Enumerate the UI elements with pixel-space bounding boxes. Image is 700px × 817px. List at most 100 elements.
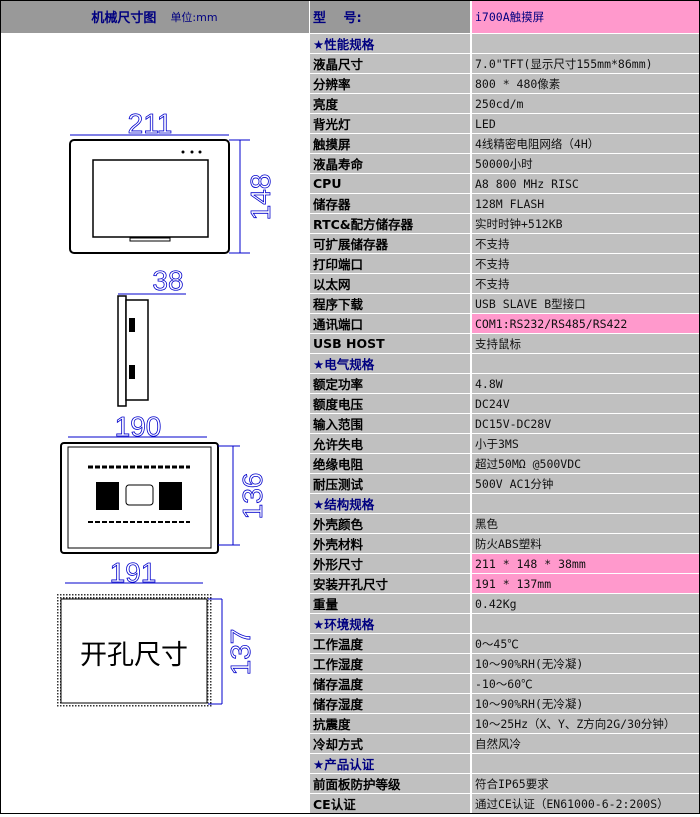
spec-value: 500V AC1分钟 bbox=[472, 474, 700, 493]
spec-label: 工作温度 bbox=[310, 634, 472, 653]
spec-label: 通讯端口 bbox=[310, 314, 472, 333]
spec-value bbox=[472, 494, 700, 513]
cutout-label: 开孔尺寸 bbox=[80, 640, 188, 670]
spec-label: 冷却方式 bbox=[310, 734, 472, 753]
spec-label: 绝缘电阻 bbox=[310, 454, 472, 473]
spec-row: 绝缘电阻超过50MΩ @500VDC bbox=[310, 454, 700, 474]
spec-label: 打印端口 bbox=[310, 254, 472, 273]
spec-value: 10～90%RH(无冷凝) bbox=[472, 694, 700, 713]
spec-row: 储存温度-10～60℃ bbox=[310, 674, 700, 694]
spec-label: USB HOST bbox=[310, 334, 472, 353]
dimension-drawings: 211 148 38 190 bbox=[56, 108, 276, 708]
spec-label: RTC&配方储存器 bbox=[310, 214, 472, 233]
spec-row: 外壳颜色黑色 bbox=[310, 514, 700, 534]
cutout-view: 191 137 开孔尺寸 bbox=[56, 557, 256, 708]
model-label: 型 号: bbox=[310, 0, 472, 33]
spec-label: 液晶寿命 bbox=[310, 154, 472, 173]
spec-value: LED bbox=[472, 114, 700, 133]
spec-label: 以太网 bbox=[310, 274, 472, 293]
spec-row: RTC&配方储存器实时时钟+512KB bbox=[310, 214, 700, 234]
back-view: 190 136 bbox=[60, 411, 268, 554]
spec-value: 10～25Hz（X、Y、Z方向2G/30分钟） bbox=[472, 714, 700, 733]
cutout-height-dim: 137 bbox=[225, 629, 256, 676]
section-header-row: ★结构规格 bbox=[310, 494, 700, 514]
spec-value: 128M FLASH bbox=[472, 194, 700, 213]
drawing-title: 机械尺寸图 bbox=[91, 11, 157, 26]
spec-row: 打印端口不支持 bbox=[310, 254, 700, 274]
spec-value: 自然风冷 bbox=[472, 734, 700, 753]
spec-row: 允许失电小于3MS bbox=[310, 434, 700, 454]
section-title: ★性能规格 bbox=[310, 34, 472, 53]
back-height-dim: 136 bbox=[237, 473, 268, 520]
spec-value bbox=[472, 754, 700, 773]
spec-value: 符合IP65要求 bbox=[472, 774, 700, 793]
spec-label: 可扩展储存器 bbox=[310, 234, 472, 253]
spec-label: 外壳颜色 bbox=[310, 514, 472, 533]
spec-value: 通过CE认证（EN61000-6-2:200S） bbox=[472, 794, 700, 813]
spec-value: 800 * 480像素 bbox=[472, 74, 700, 93]
spec-value bbox=[472, 34, 700, 53]
section-title: ★电气规格 bbox=[310, 354, 472, 373]
spec-label: 工作湿度 bbox=[310, 654, 472, 673]
spec-value: 191 * 137mm bbox=[472, 574, 700, 593]
spec-value: DC24V bbox=[472, 394, 700, 413]
spec-value: 50000小时 bbox=[472, 154, 700, 173]
spec-value: 0～45℃ bbox=[472, 634, 700, 653]
unit-label: 单位:mm bbox=[170, 10, 218, 24]
spec-value: A8 800 MHz RISC bbox=[472, 174, 700, 193]
spec-label: 安装开孔尺寸 bbox=[310, 574, 472, 593]
spec-value: 防火ABS塑料 bbox=[472, 534, 700, 553]
side-view: 38 bbox=[117, 265, 186, 407]
side-depth-dim: 38 bbox=[152, 265, 183, 296]
spec-value: 不支持 bbox=[472, 274, 700, 293]
section-header-row: ★环境规格 bbox=[310, 614, 700, 634]
spec-label: 外壳材料 bbox=[310, 534, 472, 553]
drawing-header: 机械尺寸图 单位:mm bbox=[0, 0, 309, 33]
spec-label: 液晶尺寸 bbox=[310, 54, 472, 73]
spec-value bbox=[472, 614, 700, 633]
spec-value: 10～90%RH(无冷凝) bbox=[472, 654, 700, 673]
section-header-row: ★性能规格 bbox=[310, 34, 700, 54]
spec-label: 储存温度 bbox=[310, 674, 472, 693]
spec-label: 前面板防护等级 bbox=[310, 774, 472, 793]
front-width-dim: 211 bbox=[128, 108, 173, 139]
spec-row: 外壳材料防火ABS塑料 bbox=[310, 534, 700, 554]
spec-label: 重量 bbox=[310, 594, 472, 613]
spec-label: CPU bbox=[310, 174, 472, 193]
spec-label: 允许失电 bbox=[310, 434, 472, 453]
spec-value: 支持鼠标 bbox=[472, 334, 700, 353]
section-title: ★环境规格 bbox=[310, 614, 472, 633]
spec-value: 211 * 148 * 38mm bbox=[472, 554, 700, 573]
spec-value: 不支持 bbox=[472, 254, 700, 273]
front-height-dim: 148 bbox=[245, 174, 276, 221]
model-row: 型 号: i700A触摸屏 bbox=[310, 0, 700, 34]
spec-row: 前面板防护等级符合IP65要求 bbox=[310, 774, 700, 794]
spec-value: USB SLAVE B型接口 bbox=[472, 294, 700, 313]
spec-label: 背光灯 bbox=[310, 114, 472, 133]
spec-value: 黑色 bbox=[472, 514, 700, 533]
spec-label: 储存器 bbox=[310, 194, 472, 213]
dimension-drawing-panel: 机械尺寸图 单位:mm 211 148 38 bbox=[0, 0, 309, 814]
spec-label: 程序下载 bbox=[310, 294, 472, 313]
spec-value: 7.0"TFT(显示尺寸155mm*86mm) bbox=[472, 54, 700, 73]
section-header-row: ★产品认证 bbox=[310, 754, 700, 774]
spec-label: 储存湿度 bbox=[310, 694, 472, 713]
section-header-row: ★电气规格 bbox=[310, 354, 700, 374]
